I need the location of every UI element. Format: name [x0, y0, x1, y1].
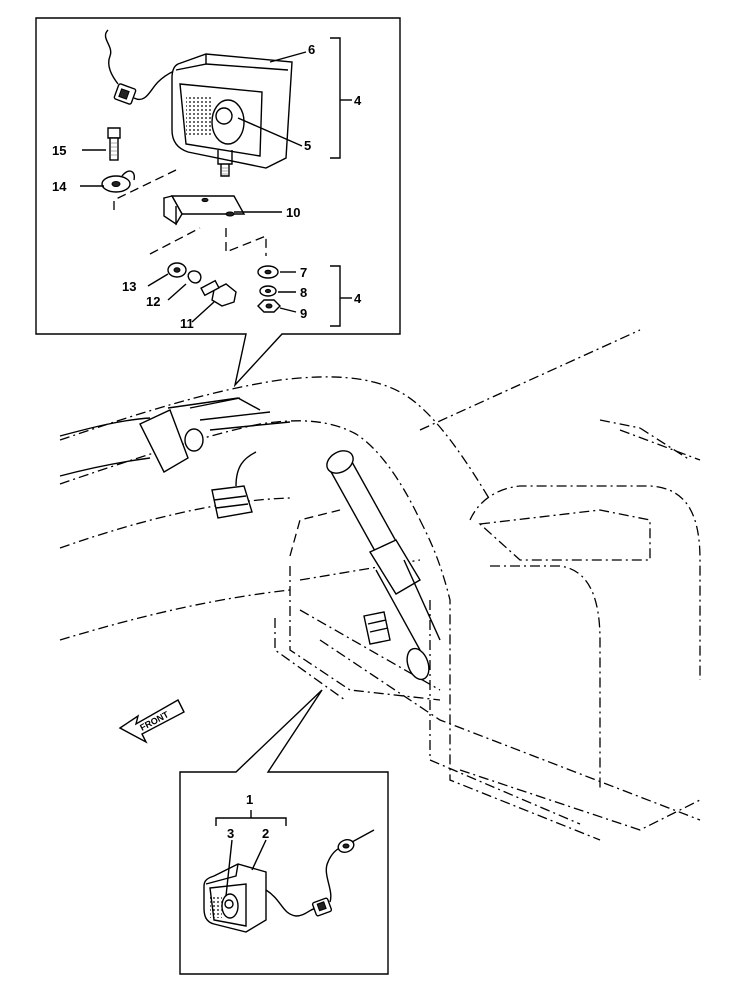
mounted-upper-light	[211, 451, 257, 519]
callout-4-lower: 4	[354, 291, 362, 306]
lock-washer-12	[187, 270, 202, 284]
bulb	[215, 107, 233, 125]
callout-4-upper: 4	[354, 93, 362, 108]
lens-pattern	[186, 96, 212, 136]
callout-13: 13	[122, 279, 136, 294]
front-direction-arrow: FRONT	[118, 699, 185, 744]
callout-9: 9	[300, 306, 307, 321]
light-wire	[104, 29, 119, 85]
callout-15: 15	[52, 143, 66, 158]
callout-7: 7	[300, 265, 307, 280]
lower-work-light	[203, 863, 267, 933]
upper-detail-box	[35, 17, 401, 388]
spring-washer-8	[259, 285, 277, 297]
callout-14: 14	[52, 179, 67, 194]
clamp-14	[101, 170, 136, 193]
nut-9	[257, 299, 281, 313]
callout-5: 5	[304, 138, 311, 153]
mounted-lower-light	[363, 611, 391, 645]
excavator-outline	[59, 329, 701, 841]
mounting-bracket-10	[163, 195, 246, 226]
callout-10: 10	[286, 205, 300, 220]
lower-detail-box	[179, 689, 389, 975]
callout-11: 11	[180, 316, 194, 331]
lower-lens-pattern	[210, 896, 222, 918]
grommet	[337, 839, 355, 853]
bolt-11	[200, 279, 237, 307]
callout-6: 6	[308, 42, 315, 57]
washer-7	[257, 265, 279, 279]
callout-1: 1	[246, 792, 253, 807]
wire-connector	[113, 83, 137, 105]
callout-3: 3	[227, 826, 234, 841]
callout-8: 8	[300, 285, 307, 300]
callout-12: 12	[146, 294, 160, 309]
washer-13	[167, 262, 187, 278]
lower-wire-connector	[311, 897, 333, 917]
upper-work-light	[171, 53, 293, 177]
bolt-15	[107, 127, 121, 161]
callout-2: 2	[262, 826, 269, 841]
lower-bulb	[224, 899, 234, 909]
